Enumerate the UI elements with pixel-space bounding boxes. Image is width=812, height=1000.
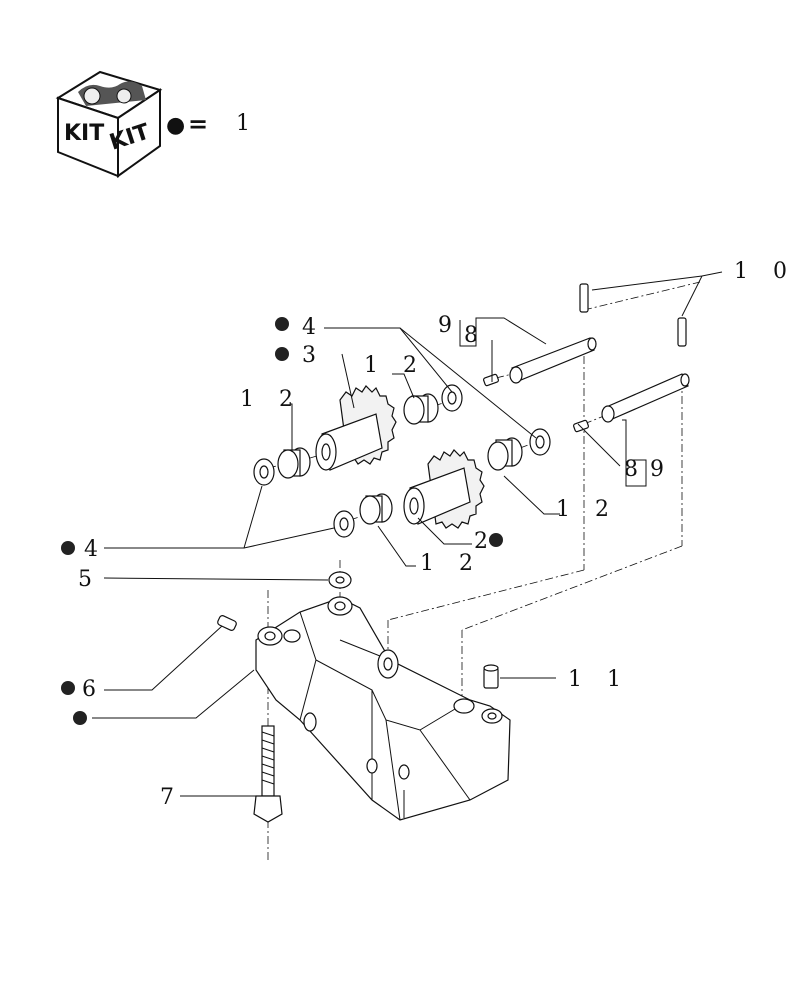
callout-12-left: 1 2 [240,387,302,412]
marker-dot-6 [61,681,75,695]
marker-dot-4-left [61,541,75,555]
callout-12-lower: 1 2 [420,551,482,576]
shaft-9-upper [509,337,597,384]
kit-markers [61,317,503,725]
pin-10-right [677,317,687,347]
callout-4-left: 4 [84,537,107,562]
kit-legend: KIT KIT ● = 1 [55,70,259,178]
marker-dot-housing [73,711,87,725]
callout-7: 7 [160,785,183,810]
marker-dot-4-top [275,317,289,331]
callout-labels: 4 3 1 2 1 2 9 8 1 0 8 9 1 2 1 2 2 4 5 6 … [78,259,796,810]
screw-8-upper [483,373,499,387]
callout-5: 5 [78,567,101,592]
callout-9-top: 9 [438,313,461,338]
marker-dot-2 [489,533,503,547]
callout-11: 1 1 [568,667,630,692]
gear-2 [403,449,485,529]
kit-quantity: 1 [236,111,259,136]
housing-bracket [255,596,511,821]
kit-marker: ● [166,113,185,138]
bushing-12-c [487,437,523,471]
plug-11 [483,664,499,689]
callout-6: 6 [82,677,105,702]
bolt-7 [253,725,283,823]
bushing-12-a [277,447,311,479]
washer-4-lower [333,510,355,538]
bushing-12-d [359,493,393,525]
leader-lines [92,271,723,797]
dowel-6 [217,615,237,631]
callout-9-right: 9 [650,457,673,482]
washer-5 [328,571,352,589]
kit-box-text-left: KIT [64,121,104,146]
washer-4-upper [441,384,463,412]
bushing-12-b [403,393,439,425]
shaft-9-lower [601,373,690,423]
washer-4-left [253,458,275,486]
callout-3: 3 [302,343,325,368]
marker-dot-3 [275,347,289,361]
callout-4-top: 4 [302,315,325,340]
screw-8-lower [573,419,589,433]
callout-10: 1 0 [734,259,796,284]
callout-2: 2 [474,529,497,554]
callout-8-right: 8 [624,457,647,482]
pin-10-left [579,283,589,313]
gear-3 [315,385,397,471]
kit-equals: = [188,110,208,138]
kit-box-icon: KIT KIT [55,70,163,178]
callout-12-right: 1 2 [556,497,618,522]
callout-8-top: 8 [464,323,487,348]
callout-12-upper: 1 2 [364,353,426,378]
washer-4-right [529,428,551,456]
